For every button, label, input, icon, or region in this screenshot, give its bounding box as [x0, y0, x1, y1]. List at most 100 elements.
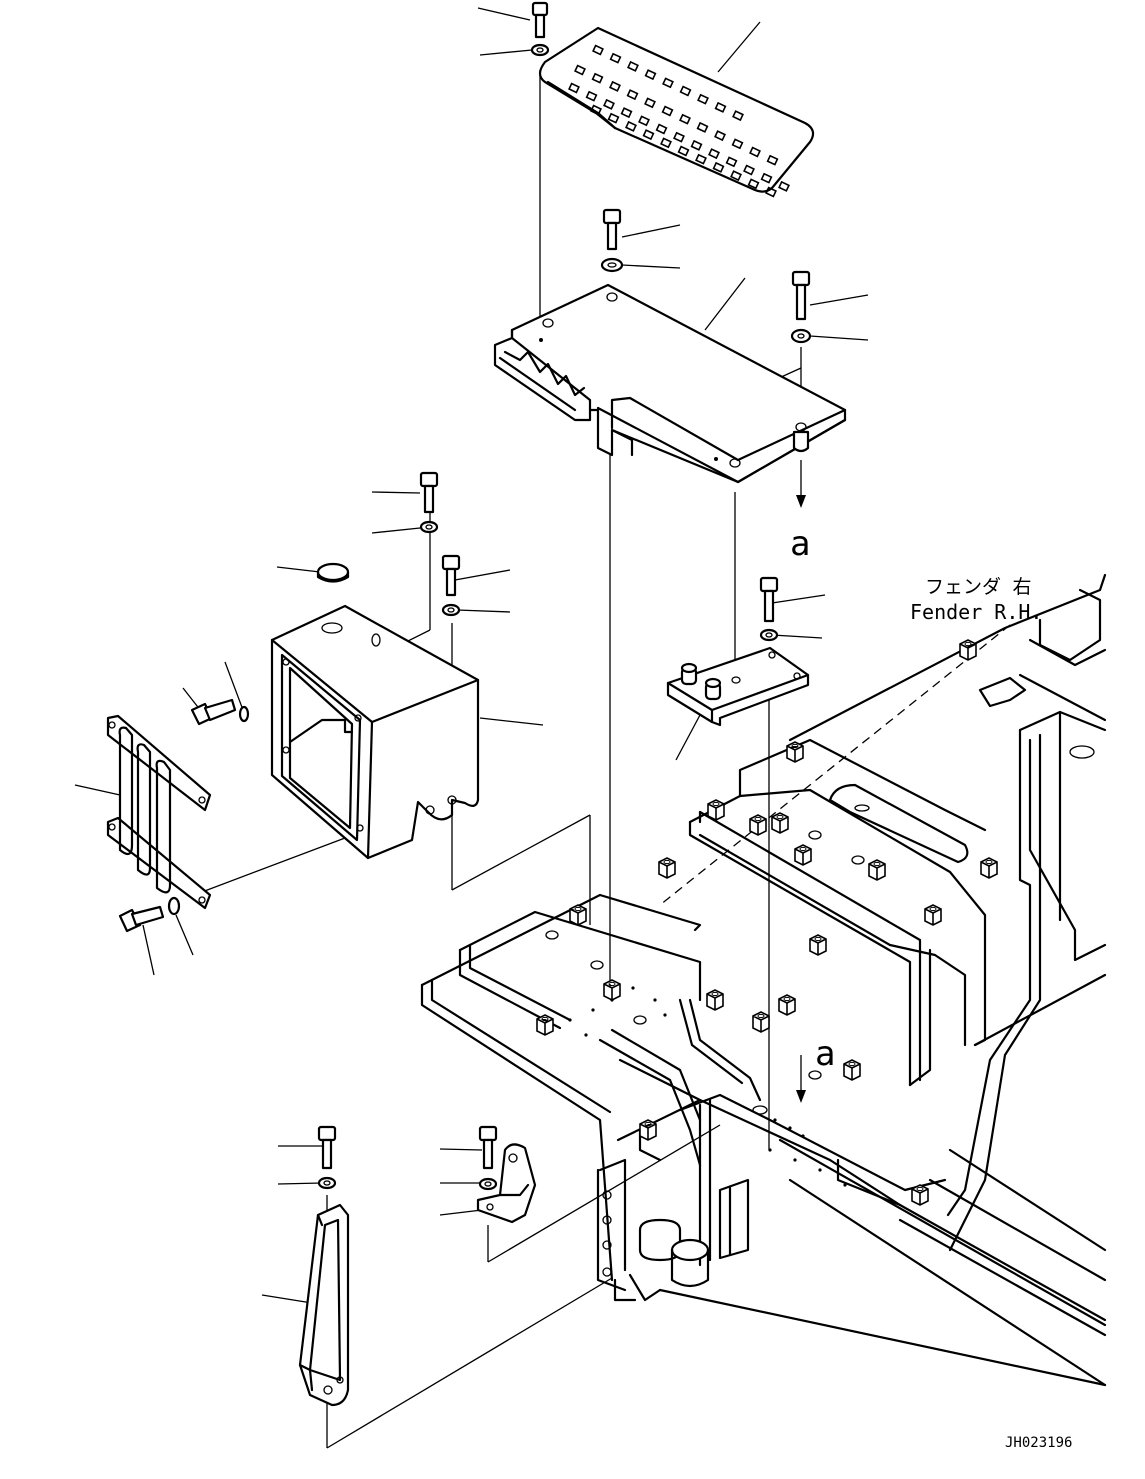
plate-hole	[697, 93, 709, 105]
hex-nut-hole	[776, 814, 784, 820]
hex-nut	[911, 1184, 929, 1206]
plate-hole	[609, 52, 622, 64]
plate-hole	[644, 69, 657, 81]
hex-nut	[924, 904, 942, 926]
bolt-middle	[600, 208, 624, 273]
ref-label-a-top: a	[790, 524, 810, 564]
plate-hole	[661, 105, 674, 117]
plate-hole	[568, 82, 580, 94]
hex-nut	[794, 844, 812, 866]
hex-nut	[980, 857, 998, 879]
hex-nut-hole	[929, 906, 937, 912]
plate-hole	[609, 80, 621, 92]
hex-nut	[868, 859, 886, 881]
hex-nut	[752, 1011, 770, 1033]
hex-nut-hole	[712, 801, 720, 807]
plate-hole	[660, 137, 672, 149]
hex-nut-hole	[916, 1186, 924, 1192]
ref-arrow-top: a	[790, 460, 810, 564]
hex-nut-hole	[608, 981, 616, 987]
hex-nut-hole	[644, 1121, 652, 1127]
deck-circles	[545, 830, 865, 1115]
plate-hole	[603, 98, 615, 110]
bolt-box-2	[441, 554, 461, 617]
bolt-top	[530, 1, 550, 57]
hex-nut	[959, 639, 977, 661]
plate-hole	[708, 148, 720, 160]
plate-hole	[760, 172, 773, 184]
plate-hole	[778, 180, 790, 192]
fender-label-en: Fender R.H.	[910, 600, 1042, 624]
hex-nut	[786, 741, 804, 763]
plate-hole	[714, 130, 726, 142]
handle	[106, 714, 212, 910]
plate-hole	[747, 178, 760, 190]
plate-hole	[765, 186, 777, 198]
plate-hole	[627, 60, 639, 72]
hex-nut	[639, 1119, 657, 1141]
plate-hole	[725, 156, 738, 168]
hex-nut	[843, 1059, 861, 1081]
plate-hole	[662, 77, 674, 89]
bolt-right	[790, 270, 812, 344]
hex-nut	[778, 994, 796, 1016]
plate-hole	[679, 113, 691, 125]
plate-hole	[690, 139, 703, 151]
hex-nut	[536, 1014, 554, 1036]
step-box	[493, 283, 847, 484]
bolt-small-bracket	[478, 1125, 498, 1191]
battery-box	[270, 604, 480, 860]
hex-nut-hole	[541, 1016, 549, 1022]
plate-hole	[591, 72, 604, 84]
hex-nut	[658, 857, 676, 879]
deck-nuts	[536, 639, 998, 1206]
floor-plate-holes	[568, 44, 790, 198]
plate-hole	[626, 89, 639, 101]
plate-hole	[731, 138, 744, 150]
plate-hole	[679, 85, 692, 97]
plate-hole	[585, 90, 598, 102]
hex-nut-hole	[814, 936, 822, 942]
fender-label-jp: フェンダ 右	[925, 576, 1031, 598]
hex-nut-hole	[791, 743, 799, 749]
hex-nut	[809, 934, 827, 956]
plate-hole	[714, 101, 727, 113]
hex-nut-hole	[985, 859, 993, 865]
hex-nut-hole	[711, 991, 719, 997]
plate-hole	[743, 164, 755, 176]
hex-nut-hole	[754, 816, 762, 822]
hex-nut	[706, 989, 724, 1011]
plate-hole	[590, 104, 602, 116]
ref-label-a-bottom: a	[815, 1034, 835, 1074]
drawing-number: JH023196	[1005, 1435, 1072, 1451]
bolt-lower-left	[118, 896, 181, 933]
plate-hole	[638, 115, 650, 127]
ref-arrow-bottom: a	[796, 1034, 835, 1103]
plate-hole	[732, 110, 744, 122]
deck-holes	[568, 986, 847, 1187]
bolt-side	[190, 698, 250, 726]
bracket-tall	[298, 1203, 350, 1407]
hex-nut-hole	[783, 996, 791, 1002]
plate-hole	[696, 121, 709, 133]
leader-lines	[74, 7, 869, 1304]
hex-nut-hole	[848, 1061, 856, 1067]
plate-hole	[607, 112, 620, 124]
plate-hole	[625, 120, 637, 132]
plate-hole	[730, 170, 742, 182]
hex-nut	[749, 814, 767, 836]
floor-plate	[538, 26, 815, 198]
plate-hole	[620, 107, 633, 119]
plate-hole	[574, 64, 586, 76]
hex-nut	[771, 812, 789, 834]
bolt-box-1	[419, 471, 439, 534]
plate-hole	[712, 161, 725, 173]
bracket	[666, 646, 810, 727]
plate-hole	[644, 97, 656, 109]
hex-nut-hole	[663, 859, 671, 865]
plate-hole	[749, 146, 761, 158]
hex-nut-hole	[873, 861, 881, 867]
hex-nut-hole	[757, 1013, 765, 1019]
